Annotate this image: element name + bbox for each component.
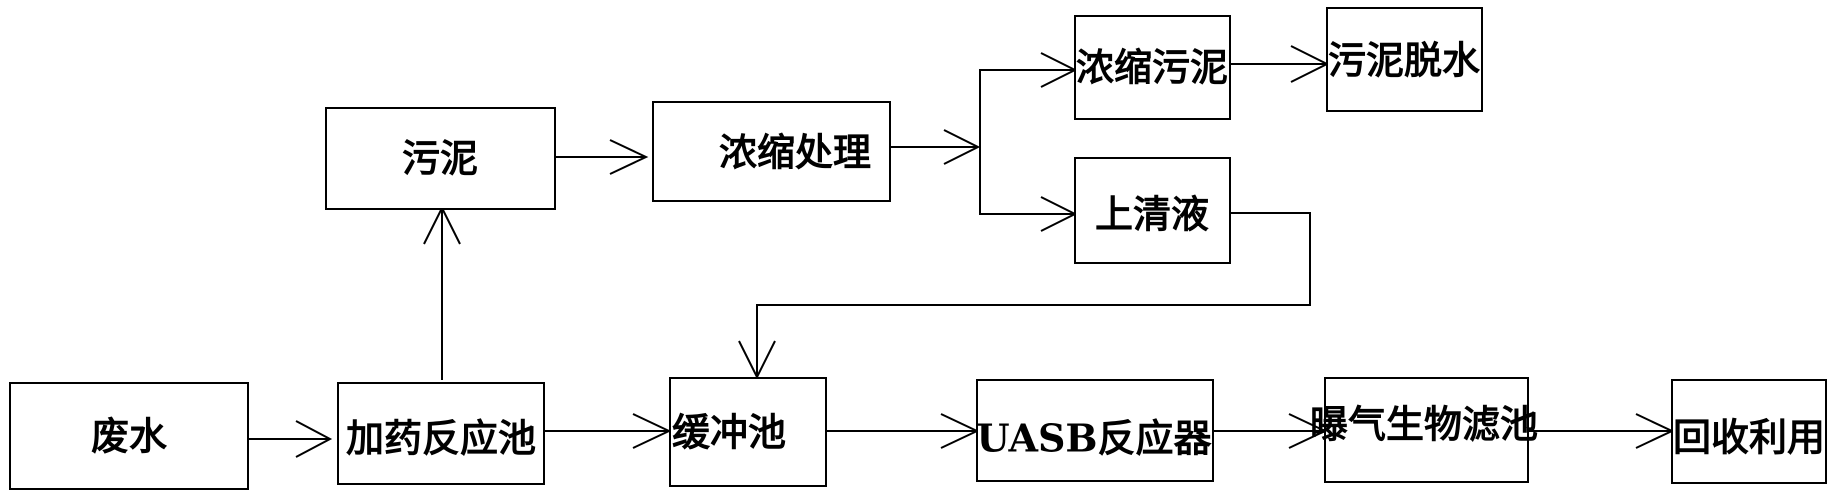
- node-nongsuo-wuni: 浓缩污泥: [1074, 15, 1231, 120]
- edge-baoqi-to-huishou: [1528, 413, 1675, 449]
- edge-split-branches: [979, 69, 1075, 215]
- node-shangqingye-label: 上清液: [1095, 192, 1209, 237]
- edge-feishui-to-jiayao: [248, 420, 333, 458]
- edge-jiayao-to-huanchong: [544, 413, 672, 449]
- node-huanchong: 缓冲池: [669, 377, 827, 487]
- node-jiayao-label: 加药反应池: [346, 416, 536, 461]
- node-feishui: 废水: [9, 382, 249, 490]
- node-wuni-tuoshui-label: 污泥脱水: [1328, 38, 1481, 83]
- node-huanchong-label: 缓冲池: [672, 410, 786, 455]
- node-shangqingye: 上清液: [1074, 157, 1231, 264]
- edge-jiayao-to-wuni: [423, 205, 461, 380]
- edge-wuni-to-nongsuo: [555, 139, 649, 175]
- node-baoqi-label: 曝气生物滤池: [1310, 402, 1538, 447]
- edge-nongsuo-wuni-to-tuoshui: [1230, 45, 1330, 83]
- edge-nongsuo-to-split: [890, 129, 981, 165]
- node-nongsuo-wuni-label: 浓缩污泥: [1076, 45, 1228, 90]
- node-feishui-label: 废水: [91, 414, 168, 459]
- node-nongsuo: 浓缩处理: [652, 101, 891, 202]
- node-wuni-tuoshui: 污泥脱水: [1326, 7, 1483, 112]
- node-huishou: 回收利用: [1671, 379, 1827, 484]
- arrowhead: [295, 420, 333, 458]
- node-jiayao: 加药反应池: [337, 382, 545, 485]
- node-nongsuo-label: 浓缩处理: [719, 130, 871, 175]
- edge-huanchong-to-uasb: [826, 413, 980, 449]
- node-uasb-label: UASB反应器: [976, 416, 1212, 461]
- arrowhead: [943, 129, 981, 165]
- arrowhead: [609, 139, 649, 175]
- edge-uasb-to-baoqi: [1213, 413, 1328, 449]
- node-huishou-label: 回收利用: [1673, 415, 1825, 460]
- node-wuni-label: 污泥: [402, 136, 478, 181]
- node-wuni: 污泥: [325, 107, 556, 210]
- node-uasb: UASB反应器: [976, 379, 1214, 482]
- node-baoqi: 曝气生物滤池: [1310, 377, 1538, 483]
